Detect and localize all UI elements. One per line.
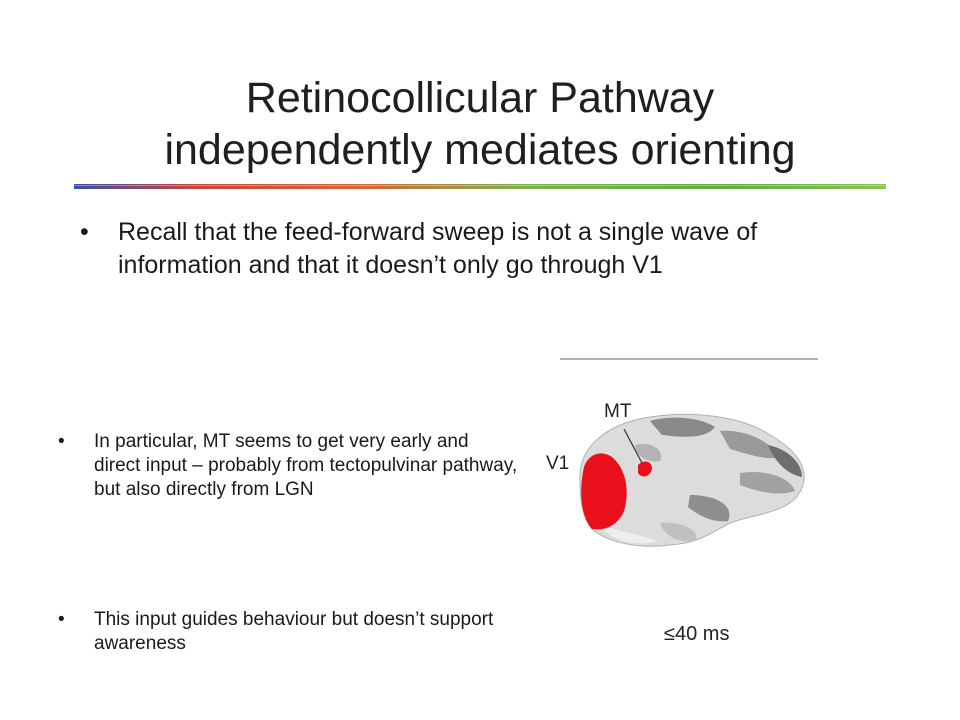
bullet-marker: • <box>58 431 65 452</box>
brain-figure: MT V1 ≤40 ms <box>540 345 840 665</box>
bullet-marker: • <box>58 609 65 630</box>
main-bullet-text: Recall that the feed-forward sweep is no… <box>118 218 758 279</box>
sub-bullet-2-text: This input guides behaviour but doesn’t … <box>94 609 494 654</box>
bullet-marker: • <box>80 218 89 246</box>
mt-pointer-line <box>623 428 643 464</box>
mt-region <box>638 461 652 477</box>
title-line-2: independently mediates orienting <box>164 126 796 174</box>
main-bullet: • Recall that the feed-forward sweep is … <box>80 216 840 282</box>
sub-bullet-1-text: In particular, MT seems to get very earl… <box>94 431 518 500</box>
title-underline-rule <box>74 184 886 189</box>
slide-title: Retinocollicular Pathway independently m… <box>0 72 960 176</box>
title-line-1: Retinocollicular Pathway <box>245 74 715 122</box>
brain-illustration <box>560 358 818 547</box>
label-v1: V1 <box>546 453 570 474</box>
sub-bullet-1: • In particular, MT seems to get very ea… <box>58 430 518 502</box>
sub-bullet-2: • This input guides behaviour but doesn’… <box>58 608 518 656</box>
latency-label: ≤40 ms <box>664 623 730 645</box>
v1-region <box>581 453 627 530</box>
label-mt: MT <box>604 401 632 422</box>
